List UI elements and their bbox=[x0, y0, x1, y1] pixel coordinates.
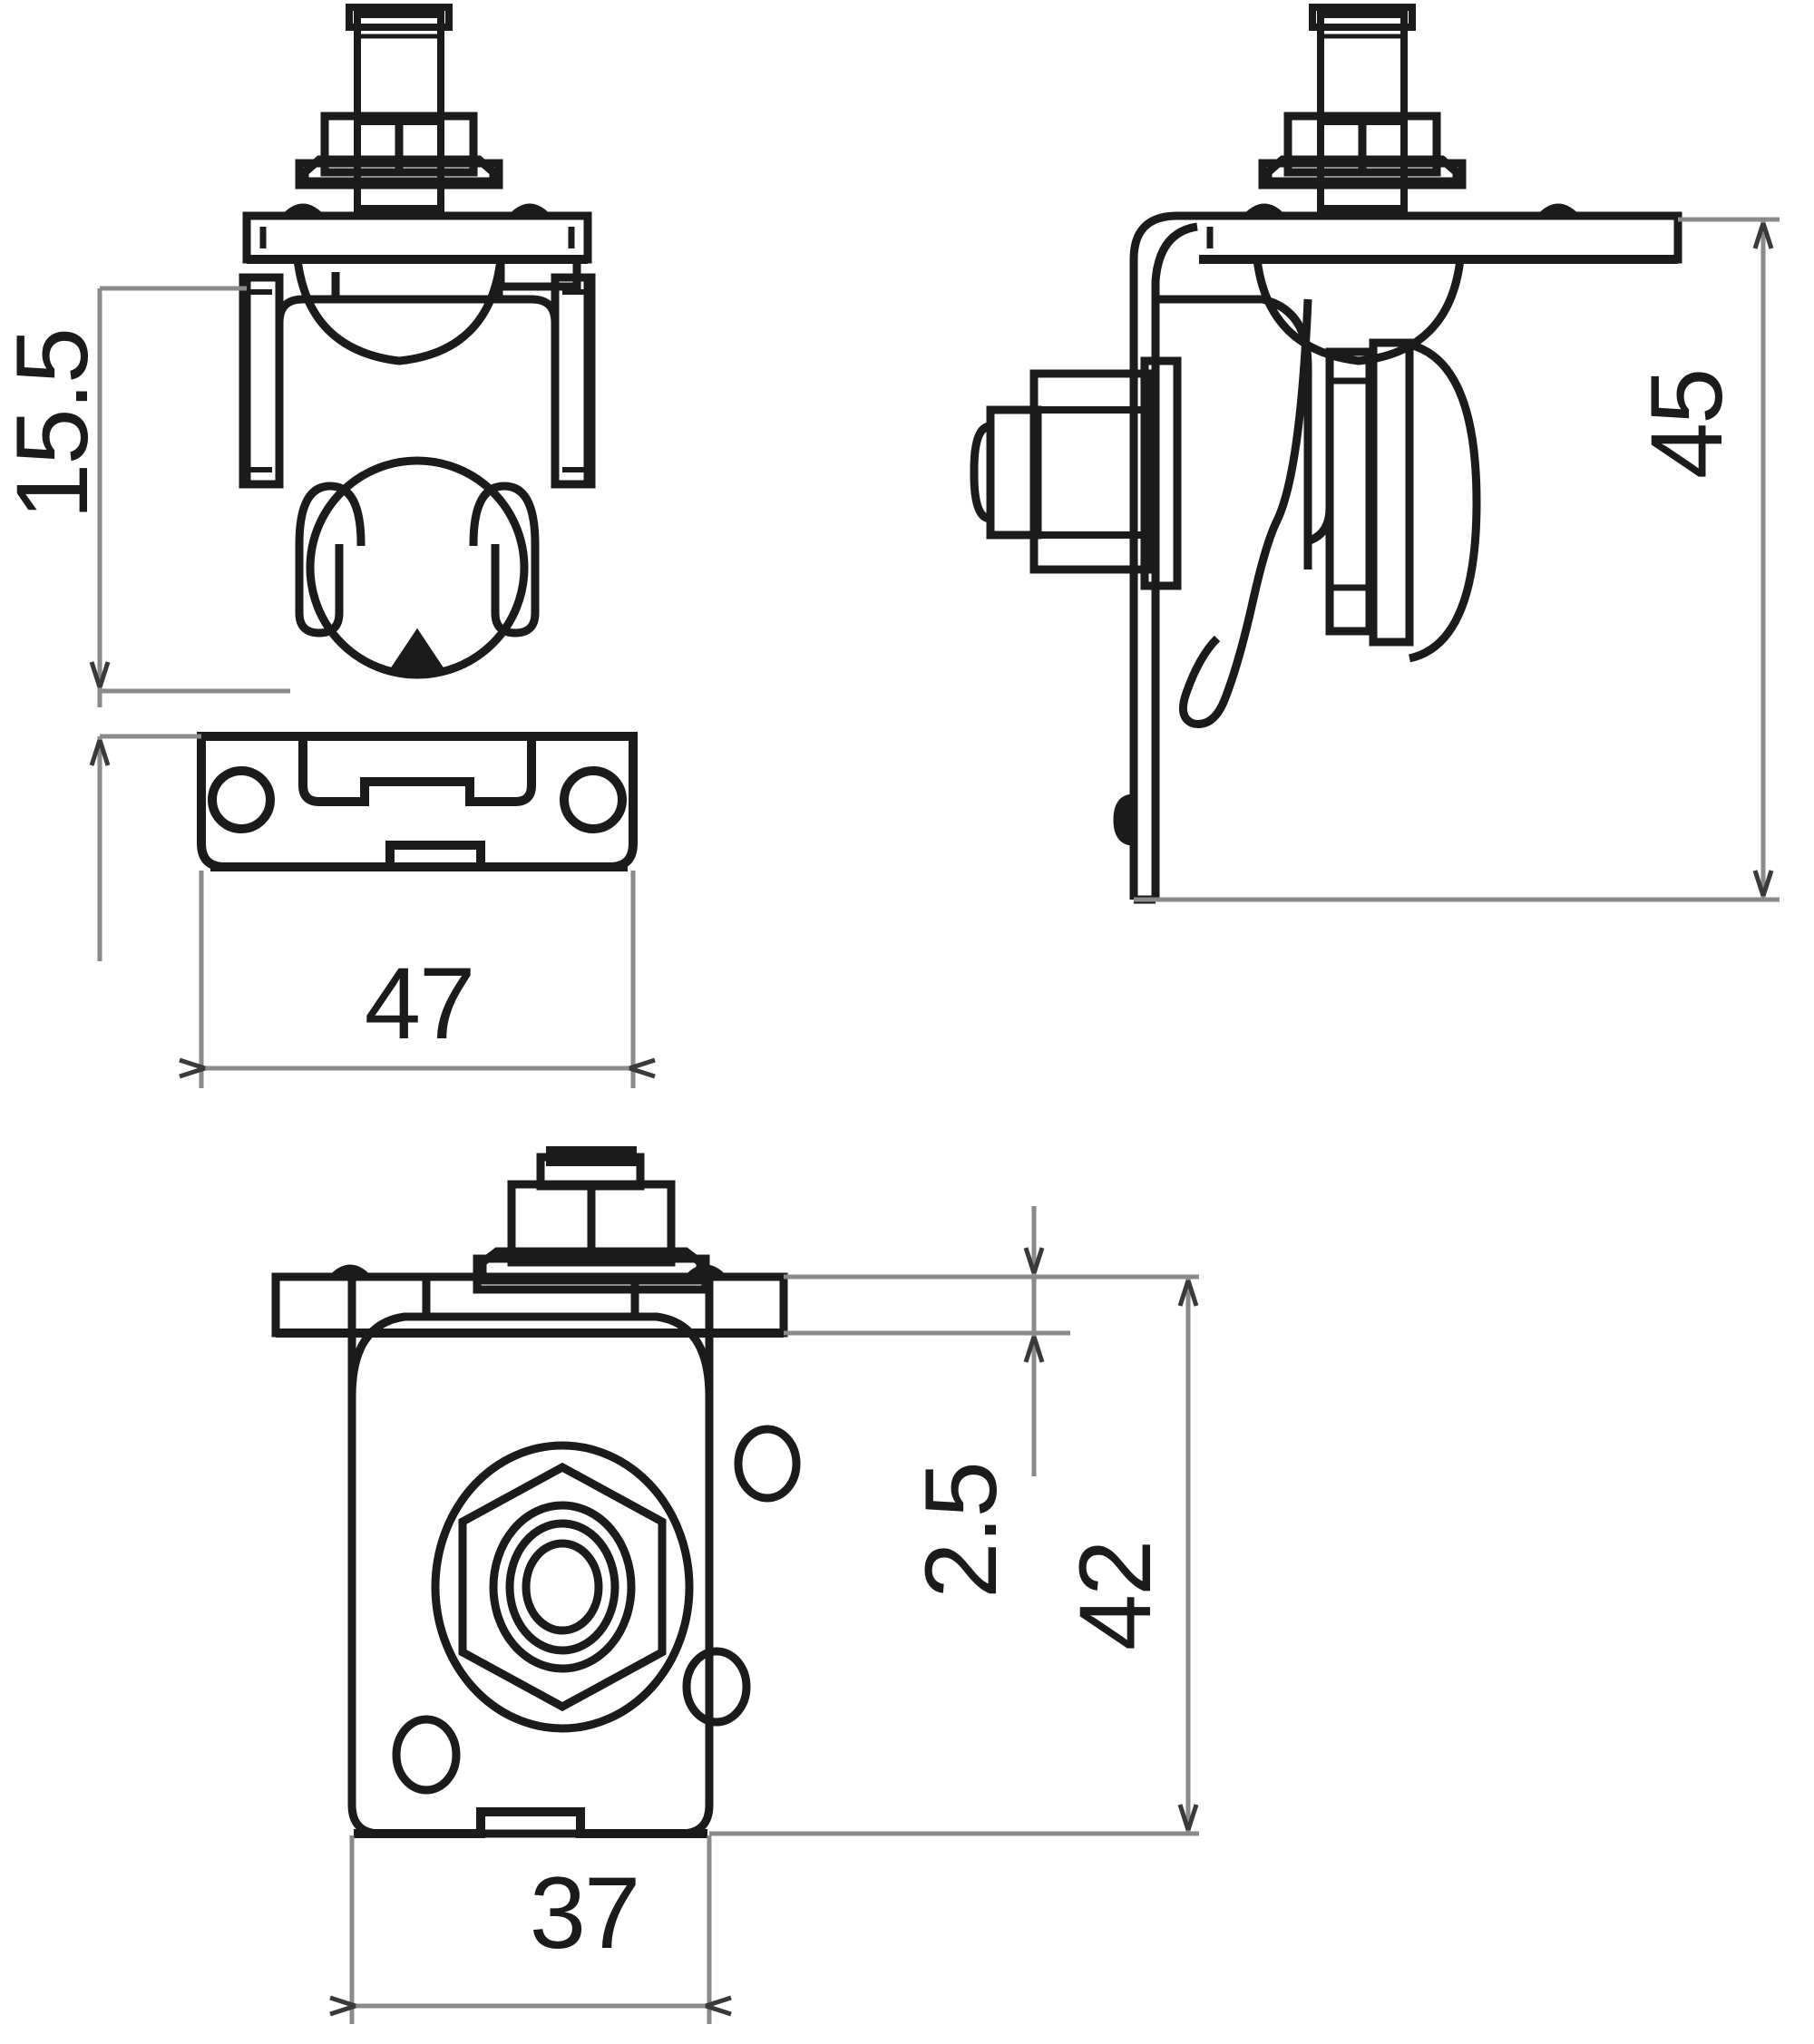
side-lower-pin-icon bbox=[1113, 793, 1135, 846]
dim-37-label: 37 bbox=[530, 1856, 639, 1970]
dim-45 bbox=[1134, 217, 1780, 902]
dim-42-label: 42 bbox=[1058, 1542, 1172, 1651]
front-bracket-plate bbox=[242, 203, 592, 264]
bottom-mount-hole-mid-right-icon bbox=[682, 1647, 751, 1727]
side-weld-boss-right-icon bbox=[1538, 203, 1578, 219]
side-clamp-bolt-icon bbox=[970, 356, 1182, 590]
front-washer-icon bbox=[295, 155, 503, 190]
dim-45-label: 45 bbox=[1630, 370, 1743, 480]
front-mount-hole-left-icon bbox=[208, 766, 275, 833]
dim-15-5 bbox=[92, 286, 290, 961]
side-washer-icon bbox=[1258, 155, 1467, 190]
bottom-view bbox=[271, 1146, 801, 1838]
front-conductor-bore-icon bbox=[306, 456, 529, 679]
dim-47-label: 47 bbox=[365, 947, 474, 1060]
bottom-body-face bbox=[347, 1387, 714, 1838]
front-weld-boss-left-icon bbox=[283, 203, 323, 219]
dim-37 bbox=[330, 1835, 731, 2024]
bottom-mount-hole-bottom-left-icon bbox=[392, 1715, 461, 1795]
front-base-plate bbox=[197, 732, 638, 871]
side-bracket-plate bbox=[1199, 203, 1682, 264]
side-conductor-disc-icon bbox=[1408, 340, 1481, 663]
side-clamp-tongue bbox=[1178, 298, 1481, 728]
front-view bbox=[197, 4, 638, 871]
front-weld-boss-right-icon bbox=[510, 203, 550, 219]
side-view bbox=[970, 4, 1682, 904]
side-weld-boss-left-icon bbox=[1244, 203, 1284, 219]
front-clamp-body bbox=[239, 272, 596, 679]
dim-15-5-label: 15.5 bbox=[0, 329, 109, 520]
front-vee-notch-icon bbox=[388, 628, 446, 671]
front-mount-hole-right-icon bbox=[560, 766, 627, 833]
dim-42 bbox=[709, 1274, 1199, 1836]
side-saddle-seat bbox=[1253, 258, 1465, 365]
bottom-mount-hole-top-right-icon bbox=[734, 1425, 801, 1503]
bottom-hex-bolt-icon bbox=[431, 1441, 694, 1733]
dim-2-5-label: 2.5 bbox=[904, 1463, 1018, 1599]
dim-47 bbox=[180, 871, 655, 1088]
